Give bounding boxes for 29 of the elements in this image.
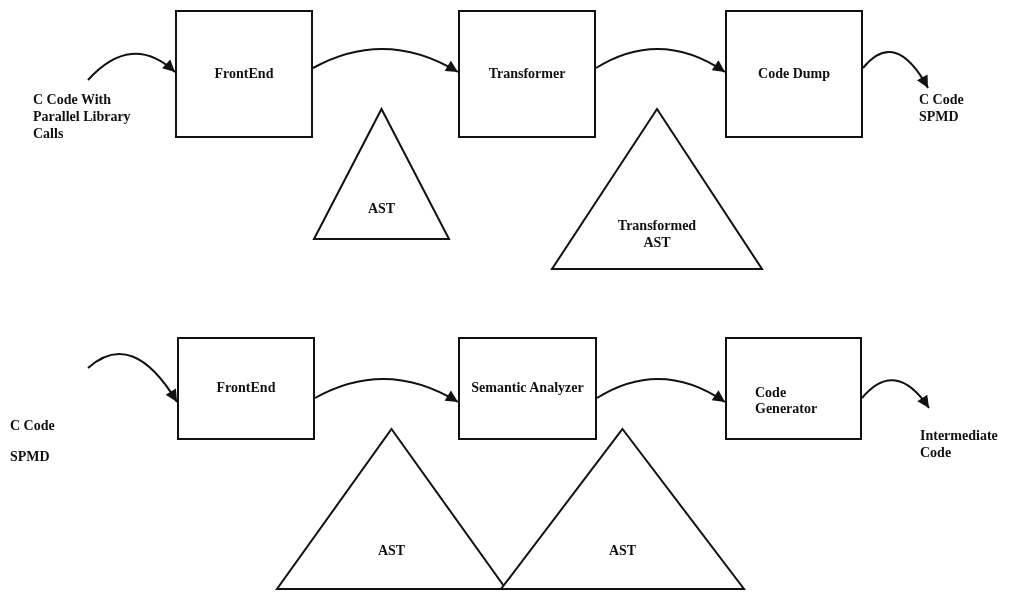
arrow xyxy=(314,378,459,403)
box-label: FrontEnd xyxy=(214,65,274,83)
box-label: Code Generator xyxy=(755,385,819,418)
process-box xyxy=(177,337,315,440)
process-box xyxy=(458,337,597,440)
triangle-label: AST xyxy=(607,543,638,560)
arrow xyxy=(87,52,176,81)
process-box xyxy=(725,337,862,440)
io-label: C Code With Parallel Library Calls xyxy=(33,92,132,143)
arrow xyxy=(862,51,929,89)
triangle-label: Transformed AST xyxy=(616,218,698,252)
box-label: Semantic Analyzer xyxy=(471,380,584,397)
process-box xyxy=(175,10,313,138)
io-label: SPMD xyxy=(10,449,51,466)
process-box xyxy=(458,10,596,138)
triangle-label: AST xyxy=(376,543,407,560)
box-label: FrontEnd xyxy=(216,380,276,397)
arrow xyxy=(596,378,726,403)
box-label: Code Dump xyxy=(758,65,830,83)
arrow xyxy=(312,48,459,73)
box-label: Transformer xyxy=(488,65,566,83)
io-label: C Code SPMD xyxy=(919,92,965,126)
triangle-label: AST xyxy=(366,201,397,218)
process-box xyxy=(725,10,863,138)
io-label: C Code xyxy=(10,418,56,435)
io-label: Intermediate Code xyxy=(920,428,999,462)
arrow xyxy=(87,353,178,403)
arrow xyxy=(595,48,726,73)
arrow xyxy=(861,379,930,409)
